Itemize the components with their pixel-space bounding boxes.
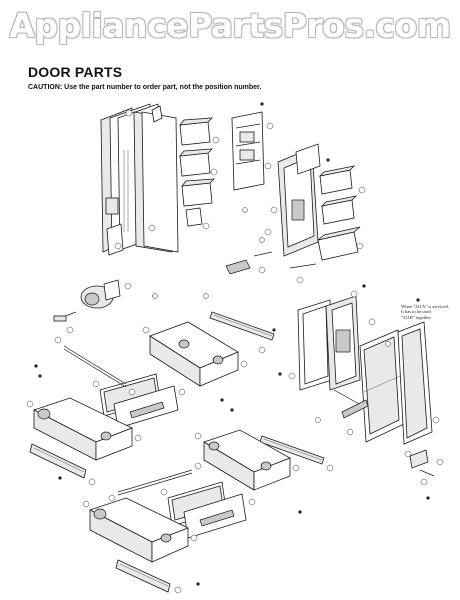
ice-motor-assembly: [53, 279, 132, 334]
door-ladder-frame: [231, 111, 274, 191]
service-note: When "231A" is serviced, It has to be us…: [401, 304, 453, 320]
page-title: DOOR PARTS: [28, 64, 123, 80]
trim-bar-lower: [259, 435, 334, 472]
trim-bar-upper: [209, 311, 275, 354]
lower-hinge-parts: [409, 449, 444, 486]
fridge-door-left-assembly: [100, 103, 179, 256]
watermark-logo: AppliancePartsPros.com: [9, 6, 451, 45]
screws: [34, 102, 430, 586]
caution-note: CAUTION: Use the part number to order pa…: [28, 84, 262, 91]
small-hardware: [152, 207, 317, 299]
service-note-line: It has to be used: [401, 309, 431, 315]
fridge-door-right-assembly: [288, 290, 440, 458]
freezer-drawer-upper: [142, 321, 248, 387]
service-note-line: "231B" together.: [401, 314, 432, 320]
drawer-glass-panel-upper: [92, 373, 186, 429]
dispenser-door-assembly: [264, 143, 366, 261]
door-bins-column: [179, 117, 220, 230]
service-note-line: When "231A" is serviced,: [401, 304, 449, 309]
freezer-drawer-bottom: [82, 497, 198, 563]
freezer-drawer-lower: [194, 429, 300, 491]
drawer-rail-rod-upper: [54, 336, 136, 396]
freezer-drawer-middle: [26, 397, 142, 461]
bottom-trim-right: [115, 559, 182, 594]
bottom-trim-left: [29, 443, 96, 486]
drawer-rail-rod-lower: [108, 462, 202, 502]
drawer-glass-panel-lower: [160, 481, 256, 539]
